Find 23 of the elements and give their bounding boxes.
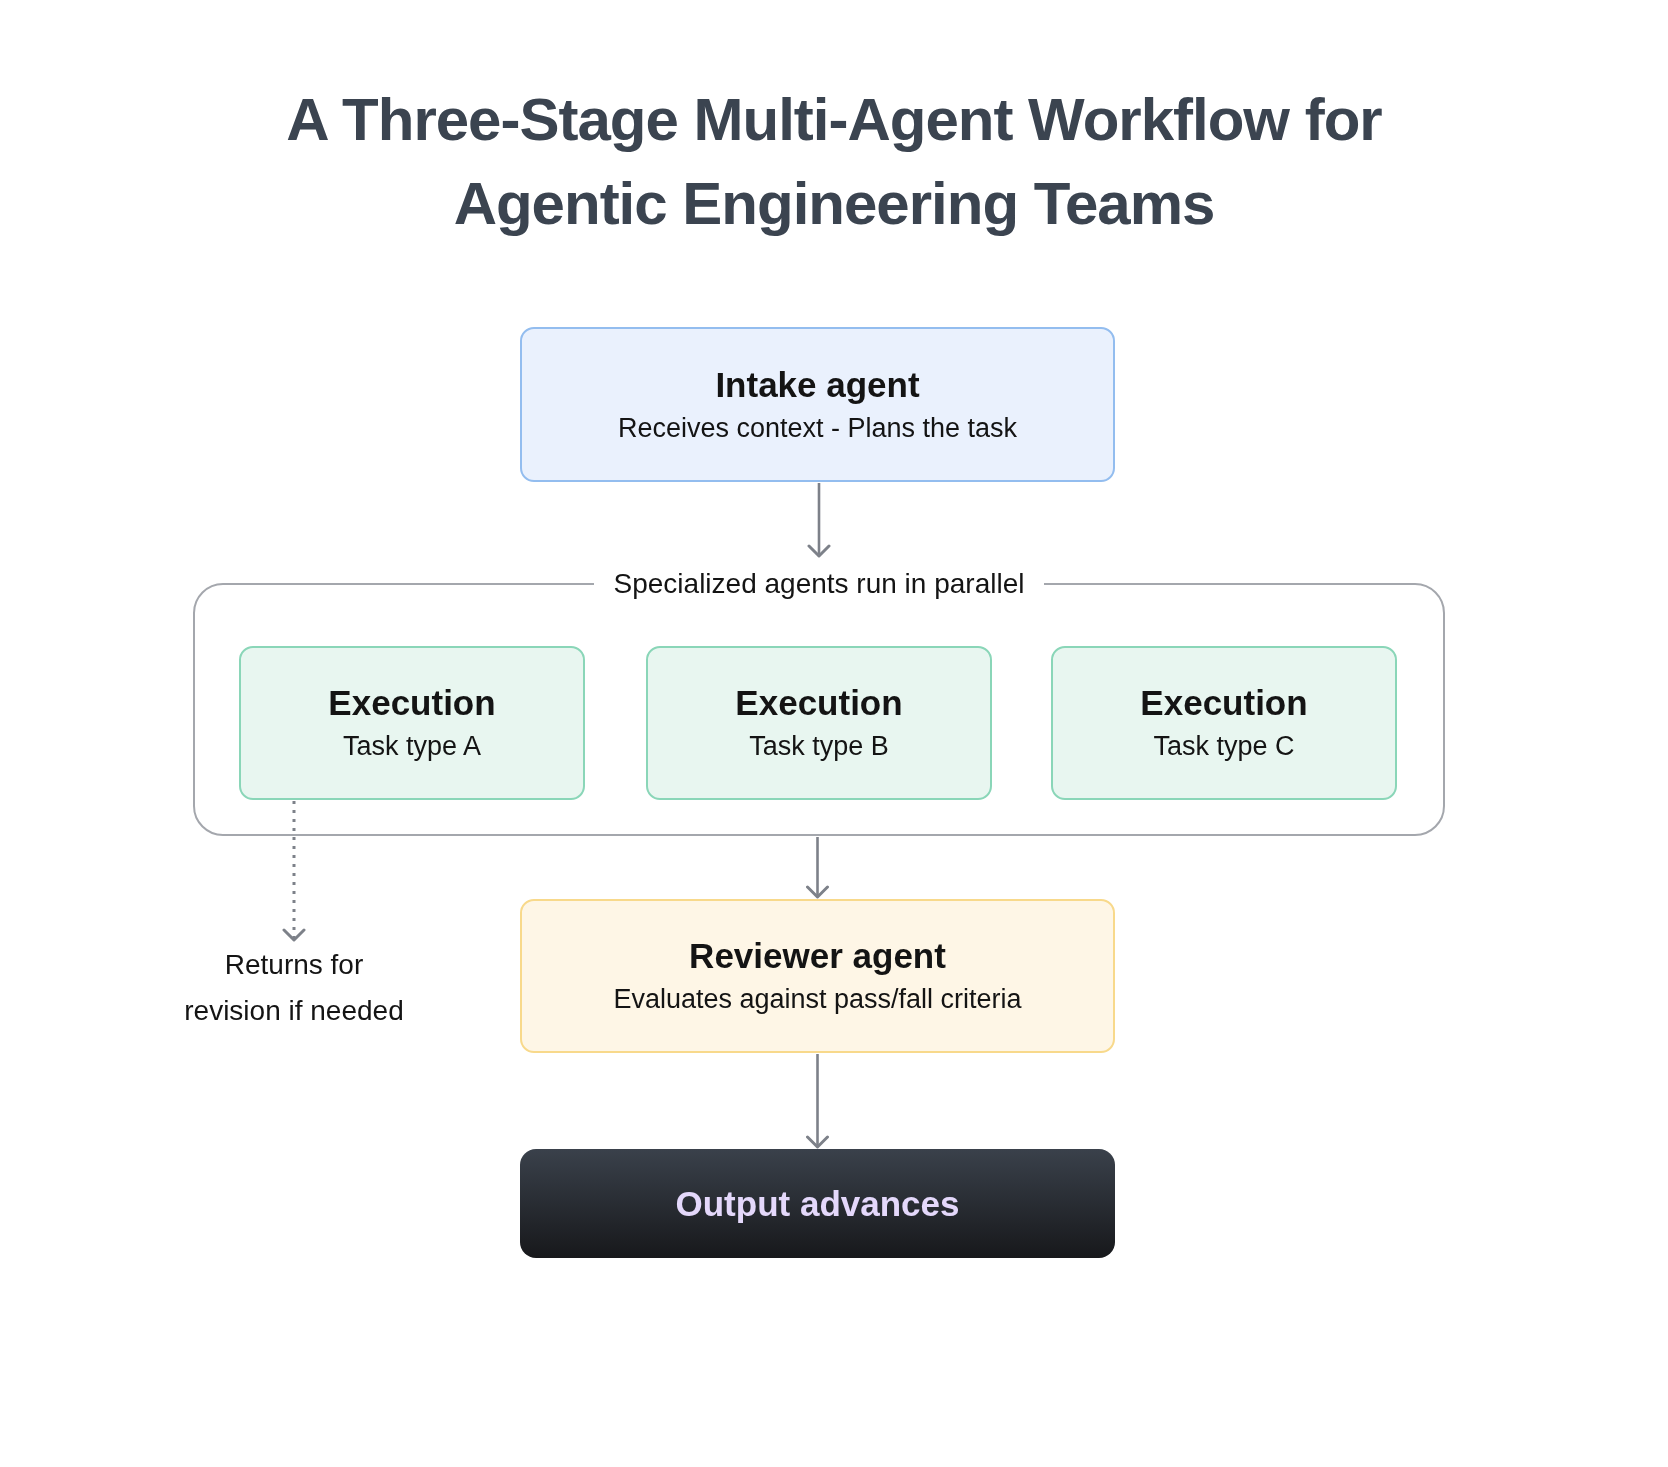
box-description: Evaluates against pass/fall criteria	[613, 983, 1022, 1016]
execution-box	[239, 646, 585, 800]
box-description: Receives context - Plans the task	[617, 411, 1018, 445]
agent-box	[520, 899, 1115, 1053]
execution-box	[646, 646, 992, 800]
box-description: Task type A	[342, 730, 482, 763]
dashed-arrow	[282, 801, 306, 942]
box-heading: Reviewer agent	[689, 935, 946, 977]
execution-box	[1051, 646, 1397, 800]
arrow	[806, 837, 829, 899]
box-heading: Execution	[328, 682, 496, 724]
box-heading: Execution	[735, 682, 903, 724]
agent-box	[520, 327, 1115, 482]
note-text: Returns for revision if needed	[183, 948, 405, 1028]
box-description: Task type B	[749, 730, 889, 763]
output-box	[520, 1149, 1115, 1258]
arrow	[807, 483, 831, 558]
box-description: Task type C	[1153, 730, 1295, 763]
box-heading: Output advances	[675, 1182, 960, 1225]
box-heading: Execution	[1140, 682, 1308, 724]
title: A Three-Stage Multi-Agent Workflow for Agentic Engineering Teams	[285, 85, 1383, 239]
box-heading: Intake agent	[715, 363, 920, 406]
arrow	[806, 1054, 829, 1149]
